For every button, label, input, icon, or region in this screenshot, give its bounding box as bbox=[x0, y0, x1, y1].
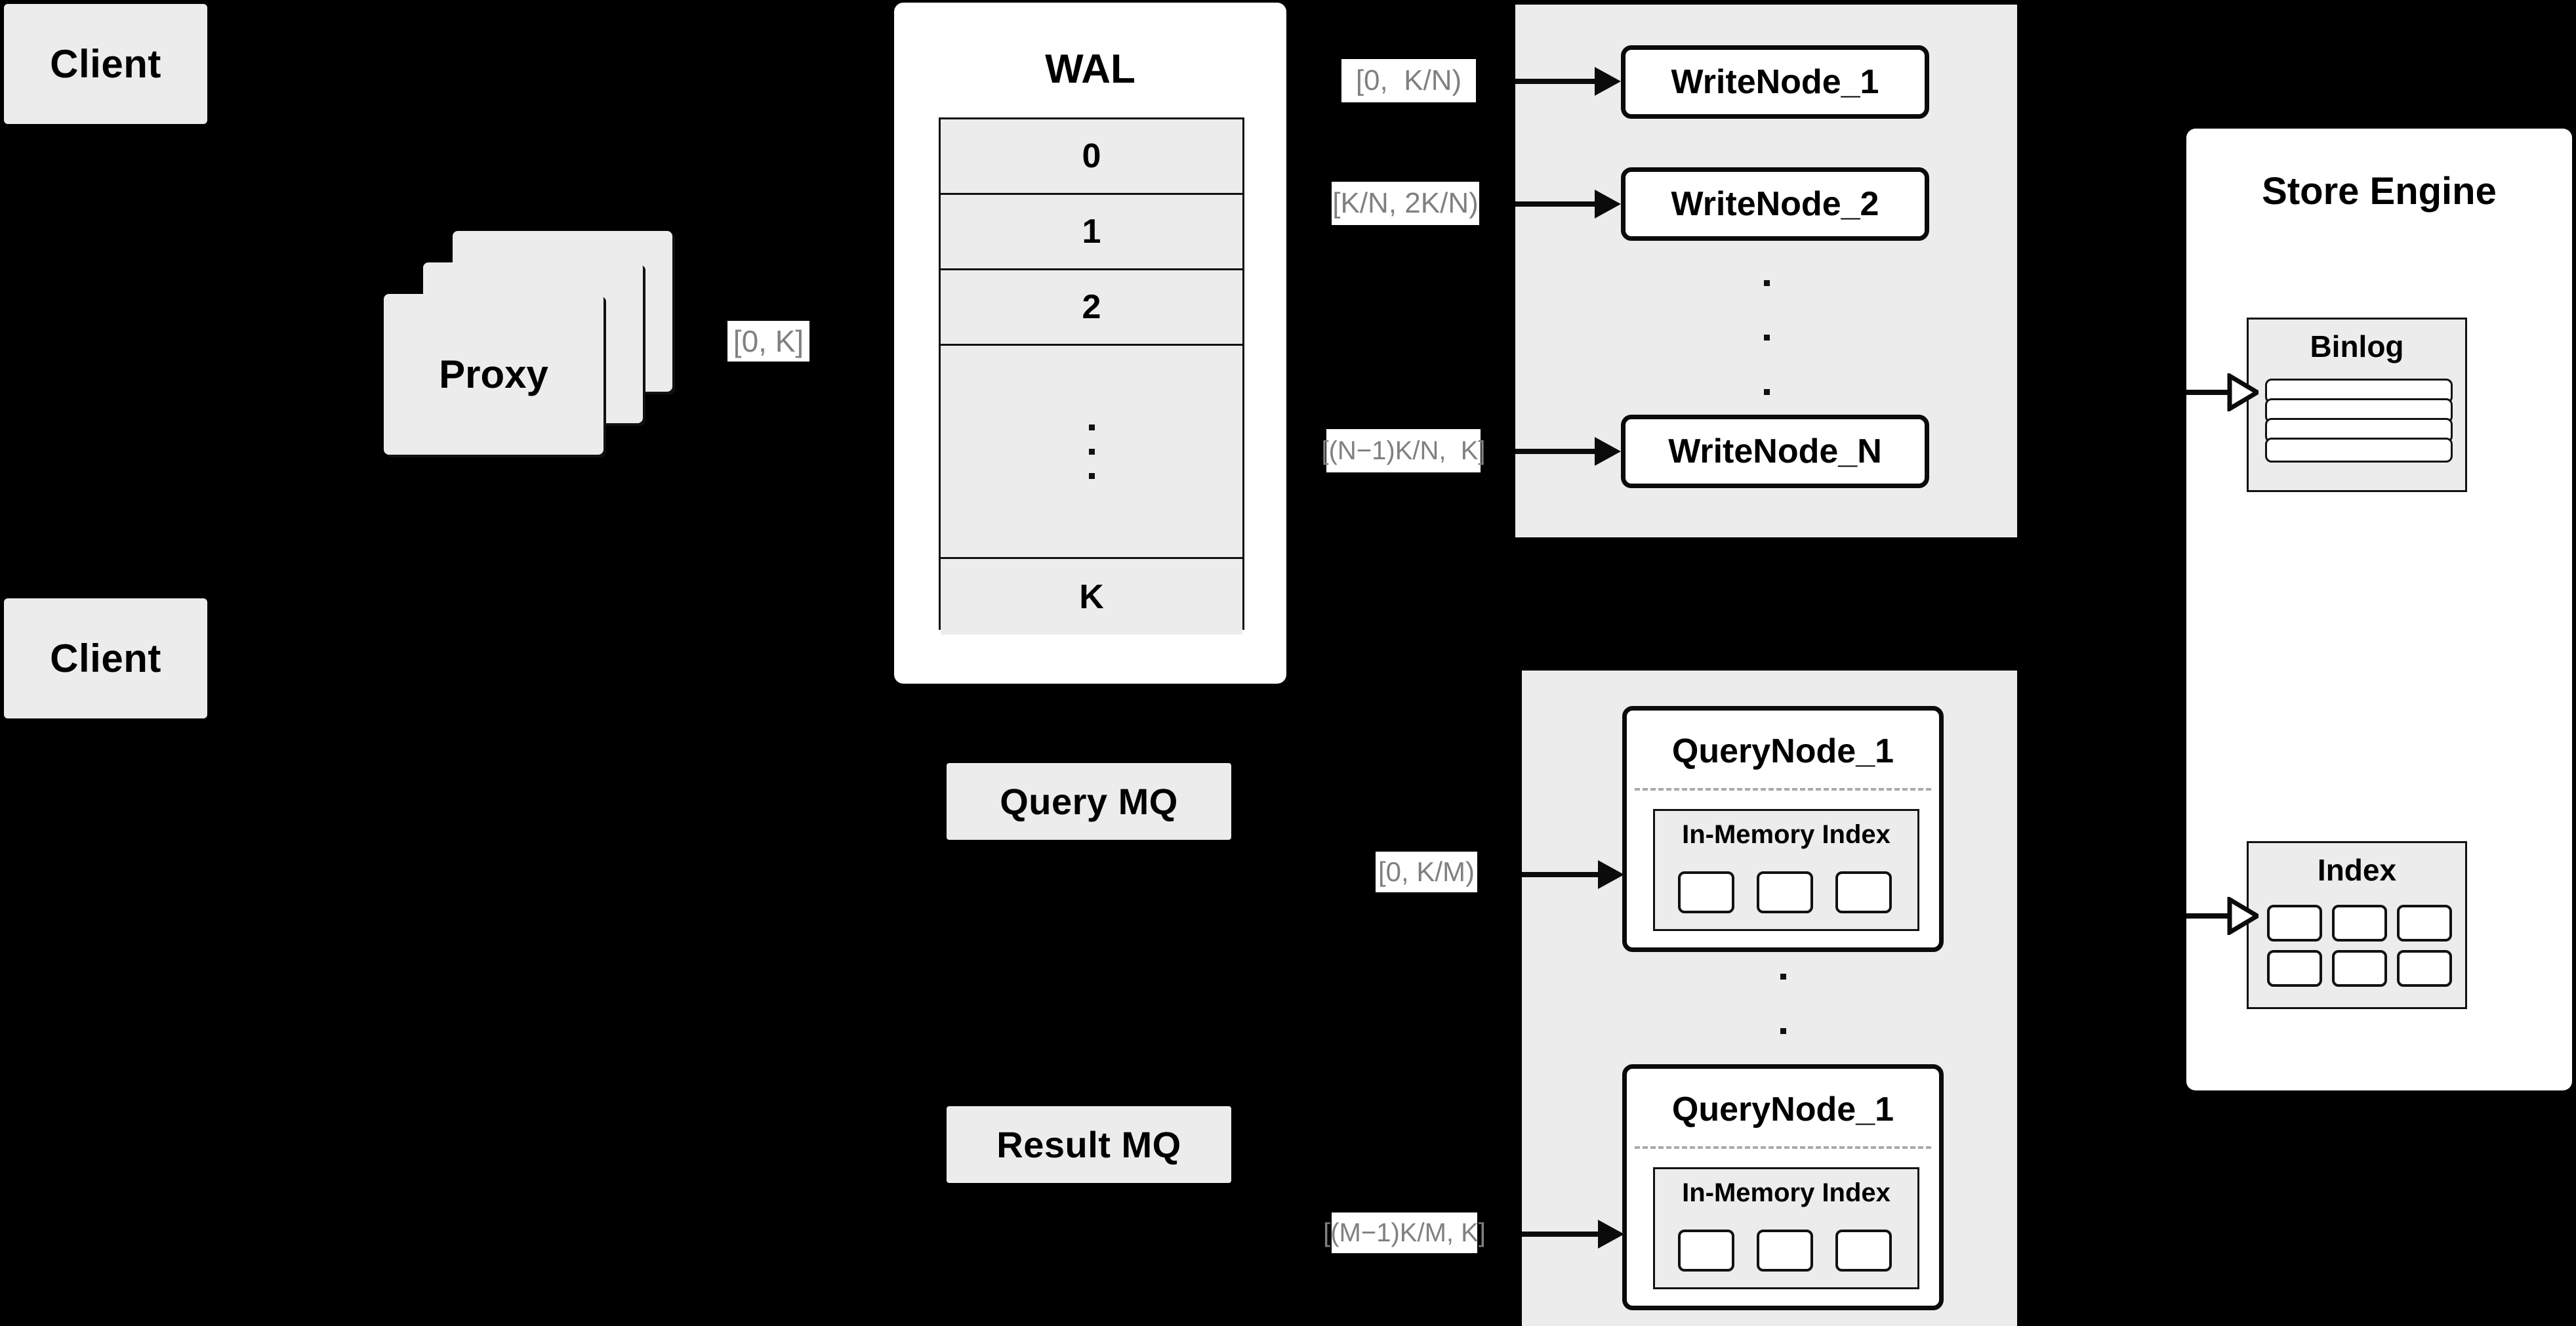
wal-cell-1[interactable]: 1 bbox=[941, 195, 1242, 270]
write-cluster-ellipsis bbox=[1734, 280, 1799, 395]
write-node-n-label: WriteNode_N bbox=[1668, 432, 1882, 470]
write-node-cluster: WriteNode_1 WriteNode_2 WriteNode_N bbox=[1515, 5, 2017, 537]
ellipsis-dot bbox=[1088, 472, 1095, 479]
query-mq-node[interactable]: Query MQ bbox=[947, 763, 1231, 840]
proxy-range-text: [0, K] bbox=[733, 324, 804, 358]
ellipsis-dot bbox=[1763, 389, 1770, 395]
index-chip[interactable] bbox=[2332, 905, 2387, 942]
write-node-1-arrow-line bbox=[1515, 79, 1597, 84]
query-node-1-title: QueryNode_1 bbox=[1671, 732, 1894, 770]
ellipsis-dot bbox=[1763, 280, 1770, 286]
wal-cell-stack: 0 1 2 K bbox=[939, 117, 1244, 634]
wal-cell-0-label: 0 bbox=[1082, 137, 1101, 175]
client-node-top-label: Client bbox=[50, 42, 161, 86]
write-node-1-arrow-head bbox=[1595, 67, 1621, 96]
query-node-2-arrow-head bbox=[1598, 1220, 1624, 1249]
index-chip[interactable] bbox=[1835, 871, 1892, 913]
query-node-2[interactable]: QueryNode_1 In-Memory Index bbox=[1622, 1064, 1944, 1310]
result-mq-label: Result MQ bbox=[996, 1124, 1181, 1165]
binlog-arrow-head bbox=[2227, 373, 2259, 411]
client-node-top[interactable]: Client bbox=[4, 4, 207, 124]
wal-cell-k-label: K bbox=[1079, 577, 1104, 616]
write-node-1-range-label: [0, K/N) bbox=[1341, 59, 1476, 102]
index-chip[interactable] bbox=[1757, 1230, 1813, 1272]
query-node-2-in-memory-index-title: In-Memory Index bbox=[1682, 1178, 1891, 1207]
query-node-2-in-memory-index: In-Memory Index bbox=[1653, 1167, 1919, 1289]
wal-cell-2[interactable]: 2 bbox=[941, 270, 1242, 346]
index-chip[interactable] bbox=[2267, 905, 2322, 942]
store-engine-title: Store Engine bbox=[2262, 170, 2497, 213]
store-engine-panel: Store Engine Binlog Index bbox=[2186, 129, 2572, 1090]
proxy-range-label: [0, K] bbox=[727, 321, 809, 362]
ellipsis-dot bbox=[1088, 448, 1095, 455]
query-node-2-title: QueryNode_1 bbox=[1671, 1090, 1894, 1129]
ellipsis-dot bbox=[1763, 335, 1770, 341]
write-node-2[interactable]: WriteNode_2 bbox=[1621, 167, 1929, 241]
ellipsis-dot bbox=[1780, 974, 1786, 980]
wal-title: WAL bbox=[1045, 47, 1135, 92]
index-chip[interactable] bbox=[1678, 1230, 1734, 1272]
write-node-n-range-label: [(N−1)K/N, K] bbox=[1321, 429, 1486, 472]
query-node-cluster: QueryNode_1 In-Memory Index QueryNode_1 … bbox=[1522, 671, 2017, 1326]
wal-cell-ellipsis bbox=[941, 346, 1242, 559]
index-chip[interactable] bbox=[1678, 871, 1734, 913]
write-node-2-range-label: [K/N, 2K/N) bbox=[1332, 182, 1479, 225]
query-node-1-divider bbox=[1635, 788, 1931, 791]
write-node-2-range-text: [K/N, 2K/N) bbox=[1332, 187, 1479, 219]
client-node-bottom[interactable]: Client bbox=[4, 598, 207, 718]
query-node-1[interactable]: QueryNode_1 In-Memory Index bbox=[1622, 706, 1944, 952]
write-node-n-arrow-head bbox=[1595, 437, 1621, 466]
write-node-2-arrow-line bbox=[1515, 201, 1597, 207]
proxy-node[interactable]: Proxy bbox=[384, 294, 603, 455]
wal-panel: WAL 0 1 2 K bbox=[894, 3, 1286, 684]
wal-cell-1-label: 1 bbox=[1082, 213, 1101, 251]
query-node-1-in-memory-index-title: In-Memory Index bbox=[1682, 820, 1891, 849]
binlog-arrow-line bbox=[2186, 390, 2234, 395]
write-node-n[interactable]: WriteNode_N bbox=[1621, 415, 1929, 488]
index-chip[interactable] bbox=[2397, 950, 2452, 987]
query-node-1-range-text: [0, K/M) bbox=[1378, 856, 1475, 887]
binlog-row[interactable] bbox=[2265, 438, 2453, 463]
query-node-2-range-label: [(M−1)K/M, K] bbox=[1323, 1212, 1486, 1253]
query-mq-label: Query MQ bbox=[1000, 781, 1178, 822]
query-node-2-arrow-line bbox=[1522, 1232, 1601, 1237]
write-node-n-range-text: [(N−1)K/N, K] bbox=[1321, 436, 1486, 465]
index-chip[interactable] bbox=[1835, 1230, 1892, 1272]
client-node-bottom-label: Client bbox=[50, 636, 161, 680]
wal-cell-0[interactable]: 0 bbox=[941, 119, 1242, 195]
proxy-node-label: Proxy bbox=[439, 352, 548, 396]
result-mq-node[interactable]: Result MQ bbox=[947, 1106, 1231, 1183]
binlog-box: Binlog bbox=[2247, 318, 2467, 492]
query-node-2-divider bbox=[1635, 1146, 1931, 1149]
write-node-1-label: WriteNode_1 bbox=[1671, 63, 1879, 101]
store-index-title: Index bbox=[2317, 853, 2397, 887]
ellipsis-dot bbox=[1780, 1028, 1786, 1034]
wal-cell-2-label: 2 bbox=[1082, 288, 1101, 326]
store-index-box: Index bbox=[2247, 841, 2467, 1009]
write-node-2-label: WriteNode_2 bbox=[1671, 185, 1879, 223]
index-chip[interactable] bbox=[2397, 905, 2452, 942]
store-index-arrow-head bbox=[2227, 897, 2259, 935]
query-node-1-arrow-head bbox=[1598, 860, 1624, 889]
ellipsis-dot bbox=[1088, 424, 1095, 430]
write-node-1[interactable]: WriteNode_1 bbox=[1621, 45, 1929, 119]
query-node-1-range-label: [0, K/M) bbox=[1376, 852, 1477, 892]
binlog-title: Binlog bbox=[2310, 329, 2404, 363]
write-node-n-arrow-line bbox=[1515, 449, 1597, 454]
index-chip[interactable] bbox=[2332, 950, 2387, 987]
write-node-2-arrow-head bbox=[1595, 190, 1621, 218]
query-node-1-arrow-line bbox=[1522, 872, 1601, 877]
index-chip[interactable] bbox=[1757, 871, 1813, 913]
query-node-2-range-text: [(M−1)K/M, K] bbox=[1323, 1218, 1486, 1247]
write-node-1-range-text: [0, K/N) bbox=[1355, 64, 1462, 96]
wal-cell-k[interactable]: K bbox=[941, 559, 1242, 634]
query-node-1-in-memory-index: In-Memory Index bbox=[1653, 809, 1919, 931]
store-index-arrow-line bbox=[2186, 913, 2234, 919]
index-chip[interactable] bbox=[2267, 950, 2322, 987]
